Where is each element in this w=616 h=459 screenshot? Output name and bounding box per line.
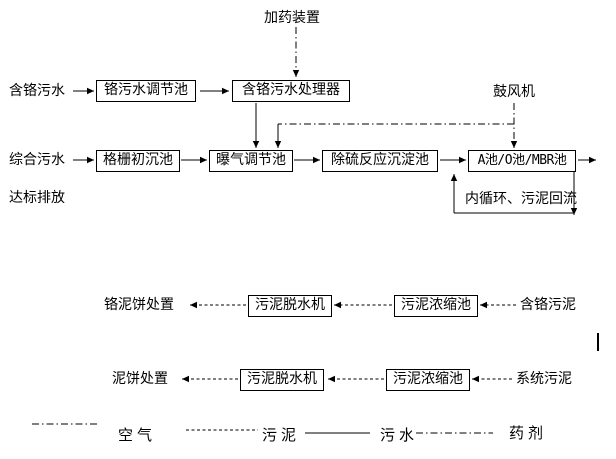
mixed-wastewater-label: 综合污水 <box>9 152 65 168</box>
legend-chemical-label: 药剂 <box>509 424 548 442</box>
legend-sludge-label: 污泥 <box>262 426 301 444</box>
internal-recycle-label: 内循环、污泥回流 <box>465 191 577 207</box>
chrome-wastewater-label: 含铬污水 <box>9 83 65 99</box>
system-sludge-label: 系统污泥 <box>516 371 572 387</box>
system-sludge-dewatering-box: 污泥脱水机 <box>240 369 324 391</box>
chrome-sludge-thickener-box: 污泥浓缩池 <box>394 295 478 317</box>
chrome-sludge-label: 含铬污泥 <box>520 297 576 313</box>
blower-label: 鼓风机 <box>493 84 535 100</box>
discharge-label: 达标排放 <box>9 190 65 206</box>
legend-air-label: 空气 <box>118 426 157 444</box>
chrome-regulating-tank-box: 铬污水调节池 <box>96 80 196 102</box>
chrome-treatment-unit-box: 含铬污水处理器 <box>232 80 350 102</box>
aeration-regulating-tank-box: 曝气调节池 <box>209 150 293 172</box>
chrome-sludge-dewatering-box: 污泥脱水机 <box>248 295 332 317</box>
grille-primary-tank-box: 格栅初沉池 <box>96 150 180 172</box>
sludge-cake-label: 泥饼处置 <box>112 371 168 387</box>
dosing-device-label: 加药装置 <box>264 10 320 26</box>
legend-wastewater-label: 污水 <box>380 426 419 444</box>
system-sludge-thickener-box: 污泥浓缩池 <box>386 369 470 391</box>
chrome-sludge-cake-label: 铬泥饼处置 <box>104 297 174 313</box>
desulfurization-tank-box: 除硫反应沉淀池 <box>322 150 438 172</box>
ao-mbr-tank-box: A池/O池/MBR池 <box>468 150 576 172</box>
